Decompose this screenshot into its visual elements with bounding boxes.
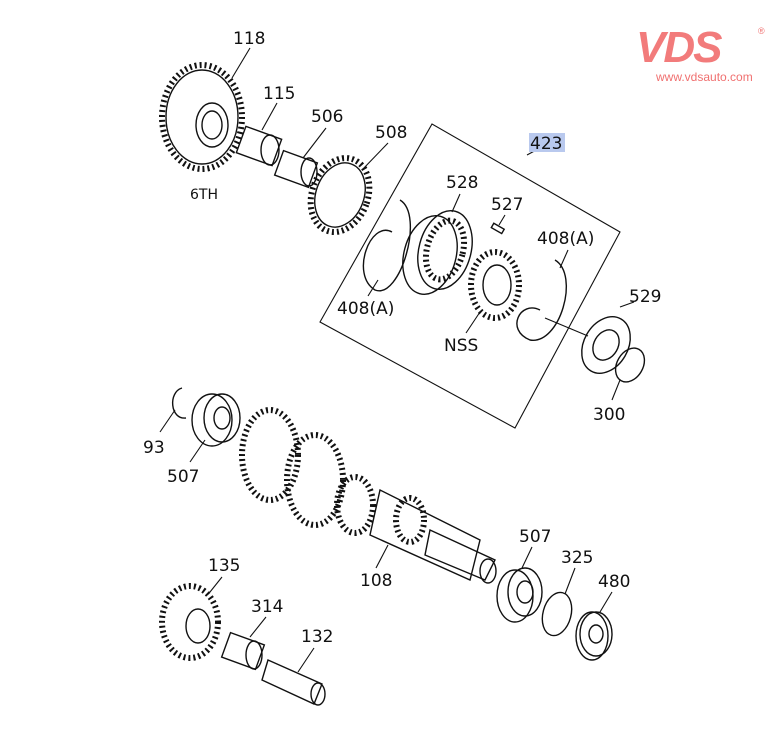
label-506: 506 bbox=[311, 107, 343, 127]
logo-brand: VDS bbox=[636, 23, 722, 72]
ring-508 bbox=[307, 155, 373, 235]
label-nss: NSS bbox=[444, 336, 478, 356]
label-93: 93 bbox=[143, 438, 165, 458]
label-529: 529 bbox=[629, 287, 661, 307]
pin-132 bbox=[261, 659, 326, 706]
label-408a-right: 408(A) bbox=[537, 229, 594, 249]
label-132: 132 bbox=[301, 627, 333, 647]
sleeve-528 bbox=[402, 210, 473, 295]
snapring-408a-left bbox=[362, 199, 412, 292]
label-528: 528 bbox=[446, 173, 478, 193]
label-527: 527 bbox=[491, 195, 523, 215]
label-507-left: 507 bbox=[167, 467, 199, 487]
hub-nss bbox=[468, 249, 522, 321]
label-6th: 6TH bbox=[190, 187, 218, 203]
snapring-408a-right bbox=[516, 259, 567, 341]
label-507-right: 507 bbox=[519, 527, 551, 547]
label-300: 300 bbox=[593, 405, 625, 425]
label-508: 508 bbox=[375, 123, 407, 143]
sleeve-506 bbox=[273, 149, 319, 189]
washer-480 bbox=[575, 611, 613, 661]
label-408a-left: 408(A) bbox=[337, 299, 394, 319]
assembly-423-box bbox=[319, 123, 621, 429]
washer-529 bbox=[581, 316, 631, 374]
label-115: 115 bbox=[263, 84, 295, 104]
highlight-423 bbox=[529, 133, 565, 152]
key-527 bbox=[490, 222, 506, 235]
label-135: 135 bbox=[208, 556, 240, 576]
bearing-507-right bbox=[496, 567, 543, 623]
label-325: 325 bbox=[561, 548, 593, 568]
vds-logo: VDS ® www.vdsauto.com bbox=[636, 23, 766, 85]
gear-118 bbox=[159, 62, 245, 172]
label-423: 423 bbox=[530, 134, 562, 154]
label-314: 314 bbox=[251, 597, 283, 617]
ring-325 bbox=[541, 591, 573, 637]
snapring-93 bbox=[172, 387, 187, 419]
bearing-115 bbox=[235, 125, 283, 167]
gear-135 bbox=[159, 583, 221, 661]
label-118: 118 bbox=[233, 29, 265, 49]
label-480: 480 bbox=[598, 572, 630, 592]
logo-url: www.vdsauto.com bbox=[656, 70, 753, 84]
label-108: 108 bbox=[360, 571, 392, 591]
bearing-314 bbox=[220, 631, 266, 671]
snapring-300 bbox=[614, 347, 646, 383]
bearing-507-left bbox=[191, 393, 241, 447]
shaft-108 bbox=[239, 407, 497, 584]
logo-registered: ® bbox=[758, 26, 765, 36]
